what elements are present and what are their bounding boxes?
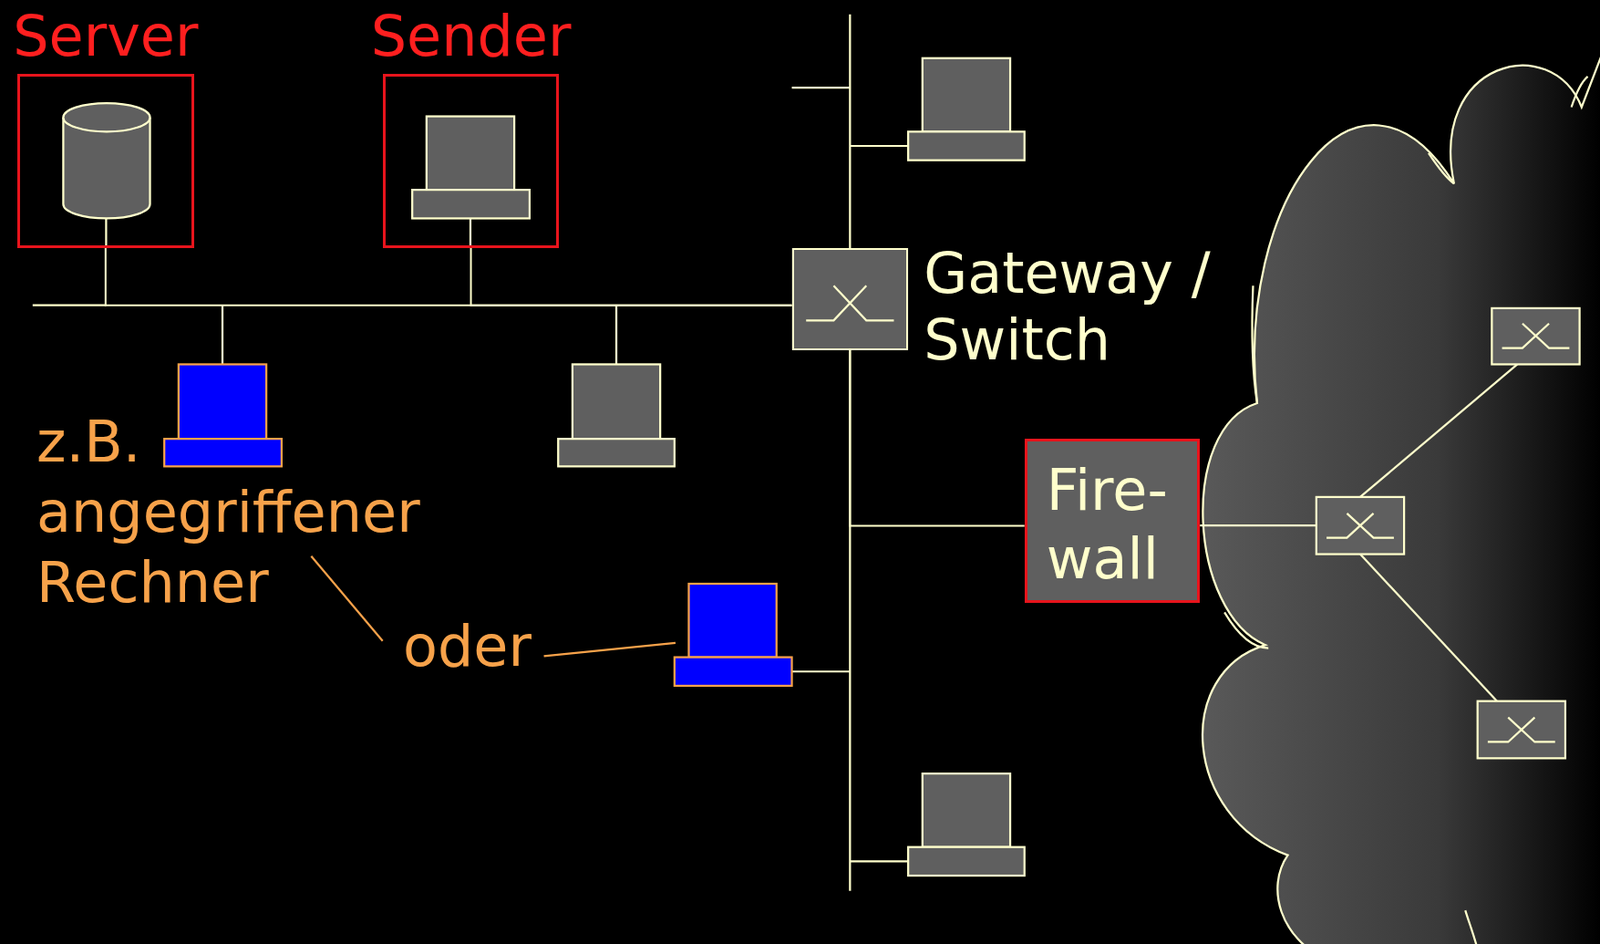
sender-box: Sender [382,73,560,248]
gateway-fill [792,247,909,351]
computer-base [908,846,1025,876]
node-label: Gateway / Switch [923,239,1234,373]
computer-base [412,189,530,218]
computer-monitor [426,116,515,191]
annotation-label: z.B. angegriffener Rechner [36,407,421,619]
switch-symbol [1502,323,1570,349]
bus-connector [849,350,1024,527]
switch-icon [1316,496,1404,555]
server-box: Server [17,73,195,248]
computer-monitor [922,58,1011,133]
drop-line [221,305,224,365]
drop-line [615,305,618,365]
attacked-computer-monitor [178,363,267,439]
leader-line [544,642,676,657]
bus-connector [105,247,793,306]
stub-line [792,86,851,89]
bus-connector [471,247,793,306]
cloud-curl [1465,909,1477,944]
node-heading: Server [12,8,198,65]
cloud-curl [1252,285,1258,403]
computer-monitor [572,363,661,439]
switch-symbol [805,285,894,320]
cloud-curl [1428,153,1455,185]
wire [1360,363,1518,496]
leader-line [310,556,382,641]
cloud-curl [1571,76,1589,108]
computer-base [557,438,675,466]
node-heading: Sender [371,8,572,65]
attacked-computer-base [674,657,793,686]
wire [1360,554,1497,702]
node-label: Fire- wall [1046,456,1193,593]
switch-icon [1477,701,1566,759]
drop-line [849,859,909,862]
internet-cloud [1202,41,1600,944]
bus-line [32,303,107,306]
computer-base [908,131,1025,160]
attacked-computer-monitor [689,583,777,658]
switch-symbol [1326,513,1394,538]
cloud-curl [1224,611,1269,648]
annotation-label: oder [402,611,532,682]
database-icon-top [62,103,150,132]
firewall-box: Fire- wall [1024,438,1201,603]
attacked-computer-base [164,438,282,466]
bus-line [848,14,851,248]
switch-symbol [1487,717,1556,743]
drop-line [104,217,107,248]
switch-icon [1491,308,1580,365]
computer-monitor [922,773,1011,847]
drop-line [849,144,909,147]
wire [1199,524,1317,527]
drop-line [792,670,851,672]
gateway-switch-box: Gateway / Switch [792,247,909,351]
drop-line [469,217,472,248]
